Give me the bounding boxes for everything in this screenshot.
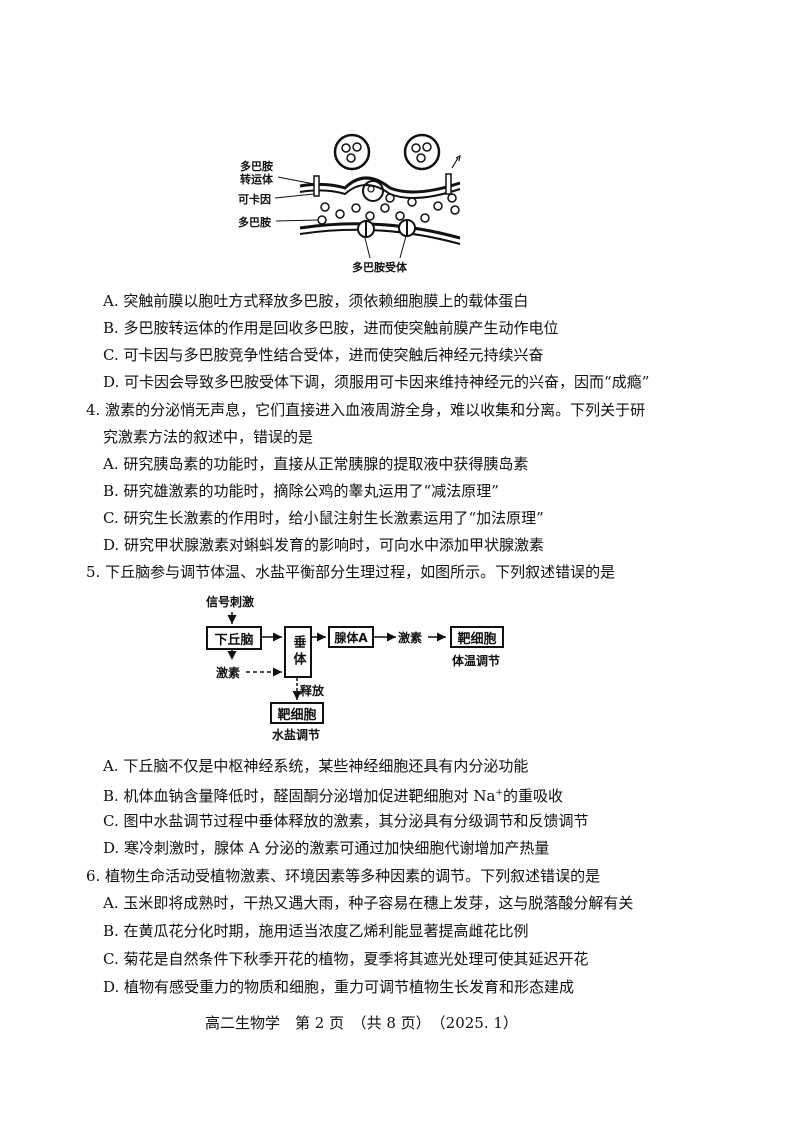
- diagram-gland-a-label: 腺体A: [334, 630, 368, 645]
- diagram-target-right-label: 靶细胞: [457, 631, 497, 647]
- q4-option-d: D. 研究甲状腺激素对蝌蚪发育的影响时，可向水中添加甲状腺激素: [103, 536, 545, 554]
- label-dopamine-receptor: 多巴胺受体: [352, 261, 407, 274]
- q6-stem: 6. 植物生命活动受植物激素、环境因素等多种因素的调节。下列叙述错误的是: [86, 867, 601, 885]
- q4-option-c: C. 研究生长激素的作用时，给小鼠注射生长激素运用了“加法原理”: [103, 509, 544, 527]
- diagram-pituitary-label: 垂体: [290, 635, 306, 669]
- diagram-target-right-box: 靶细胞: [450, 626, 504, 648]
- label-transporter-line1: 多巴胺: [240, 160, 273, 173]
- q5-option-d: D. 寒冷刺激时，腺体 A 分泌的激素可通过加快细胞代谢增加产热量: [103, 839, 550, 857]
- q5-option-b-text: B. 机体血钠含量降低时，醛固酮分泌增加促进靶细胞对 Na: [103, 787, 496, 805]
- diagram-arrows: [227, 612, 446, 700]
- q3-option-a: A. 突触前膜以胞吐方式释放多巴胺，须依赖细胞膜上的载体蛋白: [103, 292, 529, 310]
- diagram-gland-a-box: 腺体A: [328, 626, 374, 648]
- q5-option-b-sup: +: [495, 788, 503, 798]
- q3-option-b: B. 多巴胺转运体的作用是回收多巴胺，进而使突触前膜产生动作电位: [103, 319, 559, 337]
- label-transporter-line2: 转运体: [240, 173, 273, 186]
- q4-option-a: A. 研究胰岛素的功能时，直接从正常胰腺的提取液中获得胰岛素: [103, 455, 529, 473]
- q3-option-d: D. 可卡因会导致多巴胺受体下调，须服用可卡因来维持神经元的兴奋，因而“成瘾”: [103, 373, 650, 391]
- q4-stem-line1: 4. 激素的分泌悄无声息，它们直接进入血液周游全身，难以收集和分离。下列关于研: [86, 401, 646, 419]
- diagram-target-bottom-label: 靶细胞: [277, 707, 317, 723]
- diagram-temp-regulation: 体温调节: [452, 654, 501, 668]
- diagram-hormone-right: 激素: [398, 631, 423, 645]
- q6-option-c: C. 菊花是自然条件下秋季开花的植物，夏季将其遮光处理可使其延迟开花: [103, 950, 589, 968]
- q4-stem-line2: 究激素方法的叙述中，错误的是: [103, 428, 314, 446]
- page-footer: 高二生物学 第 2 页 （共 8 页） （2025. 1）: [205, 1014, 518, 1032]
- diagram-hypothalamus-box: 下丘脑: [206, 626, 262, 650]
- diagram-hypothalamus-label: 下丘脑: [214, 632, 254, 648]
- q4-option-b: B. 研究雄激素的功能时，摘除公鸡的睾丸运用了“减法原理”: [103, 482, 499, 500]
- diagram-pituitary-box: 垂体: [284, 626, 312, 678]
- q5-option-a: A. 下丘脑不仅是中枢神经系统，某些神经细胞还具有内分泌功能: [103, 757, 529, 775]
- synapse-figure: 多巴胺 转运体 可卡因 多巴胺 多巴胺受体: [230, 128, 480, 278]
- label-dopamine: 多巴胺: [238, 216, 271, 229]
- q6-option-d: D. 植物有感受重力的物质和细胞，重力可调节植物生长发育和形态建成: [103, 978, 575, 996]
- label-cocaine: 可卡因: [238, 193, 271, 206]
- q3-option-c: C. 可卡因与多巴胺竞争性结合受体，进而使突触后神经元持续兴奋: [103, 346, 544, 364]
- hypothalamus-diagram: 信号刺激 下丘脑 激素 垂体 腺体A 激素 靶细胞 体温调节 释放 靶细胞 水盐…: [200, 590, 540, 742]
- q5-option-b: B. 机体血钠含量降低时，醛固酮分泌增加促进靶细胞对 Na+的重吸收: [103, 783, 563, 806]
- synapse-diagram: [274, 133, 461, 259]
- q5-stem: 5. 下丘脑参与调节体温、水盐平衡部分生理过程，如图所示。下列叙述错误的是: [86, 563, 616, 581]
- q5-option-c: C. 图中水盐调节过程中垂体释放的激素，其分泌具有分级调节和反馈调节: [103, 812, 589, 830]
- q5-option-b-tail: 的重吸收: [502, 787, 563, 805]
- diagram-signal: 信号刺激: [206, 595, 255, 609]
- diagram-salt-regulation: 水盐调节: [272, 728, 321, 742]
- q6-option-a: A. 玉米即将成熟时，干热又遇大雨，种子容易在穗上发芽，这与脱落酸分解有关: [103, 894, 634, 912]
- diagram-target-bottom-box: 靶细胞: [270, 702, 324, 724]
- diagram-hormone-left: 激素: [216, 666, 241, 680]
- diagram-release: 释放: [300, 684, 325, 698]
- q6-option-b: B. 在黄瓜花分化时期，施用适当浓度乙烯利能显著提高雌花比例: [103, 922, 529, 940]
